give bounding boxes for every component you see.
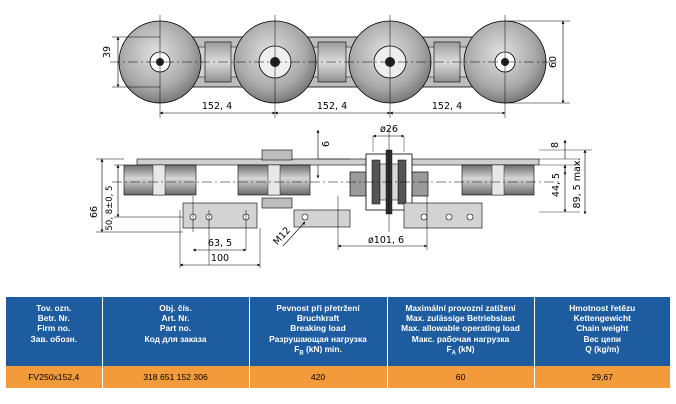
- spec-table: Tov. ozn. Betr. Nr. Firm no. Зав. обозн.…: [6, 297, 670, 388]
- header-chain-weight: Hmotnost řetězu Kettengewicht Chain weig…: [533, 297, 670, 366]
- side-roller: [461, 164, 535, 196]
- dim-50-8: 50, 8±0, 5: [105, 186, 115, 231]
- pitch-label: 152, 4: [317, 101, 347, 112]
- table-row: FV250x152,4 318 651 152 306 420 60 29,67: [6, 365, 670, 388]
- table-header-row: Tov. ozn. Betr. Nr. Firm no. Зав. обозн.…: [6, 297, 670, 366]
- cell-firm-no: FV250x152,4: [6, 365, 102, 388]
- dim-66: 66: [89, 206, 100, 218]
- cell-part-no: 318 651 152 306: [101, 365, 249, 388]
- dim-height-right: 60: [548, 56, 559, 68]
- dim-height-left: 39: [102, 46, 113, 58]
- dim-6: 6: [321, 141, 332, 147]
- dim-63-5: 63, 5: [208, 238, 232, 249]
- top-view: 39 60 152, 4 152, 4 152, 4: [102, 15, 570, 118]
- dim-44-5: 44, 5: [551, 173, 562, 197]
- dim-100: 100: [211, 253, 229, 264]
- dim-8: 8: [550, 142, 561, 148]
- thread-label: M12: [271, 225, 293, 247]
- pitch-label: 152, 4: [432, 101, 462, 112]
- header-firm-no: Tov. ozn. Betr. Nr. Firm no. Зав. обозн.: [6, 297, 102, 366]
- cell-chain-weight: 29,67: [533, 365, 670, 388]
- dim-26: ø26: [380, 124, 398, 135]
- header-part-no: Obj. čís. Art. Nr. Part no. Код для зака…: [101, 297, 249, 366]
- side-roller: [237, 164, 311, 196]
- side-roller: [123, 164, 197, 196]
- chain-technical-drawing: 39 60 152, 4 152, 4 152, 4: [89, 15, 592, 268]
- dim-101-6: ø101, 6: [368, 235, 404, 246]
- dim-89-5: 89, 5 max.: [572, 158, 583, 209]
- header-operating-load: Maximální provozní zatížení Max. zulässi…: [386, 297, 534, 366]
- header-breaking-load: Pevnost při přetržení Bruchkraft Breakin…: [248, 297, 387, 366]
- side-view: 66 50, 8±0, 5 6 ø26 8 44, 5 89, 5 max. 6: [89, 124, 592, 268]
- pitch-label: 152, 4: [202, 101, 232, 112]
- cell-breaking-load: 420: [248, 365, 387, 388]
- cell-operating-load: 60: [386, 365, 534, 388]
